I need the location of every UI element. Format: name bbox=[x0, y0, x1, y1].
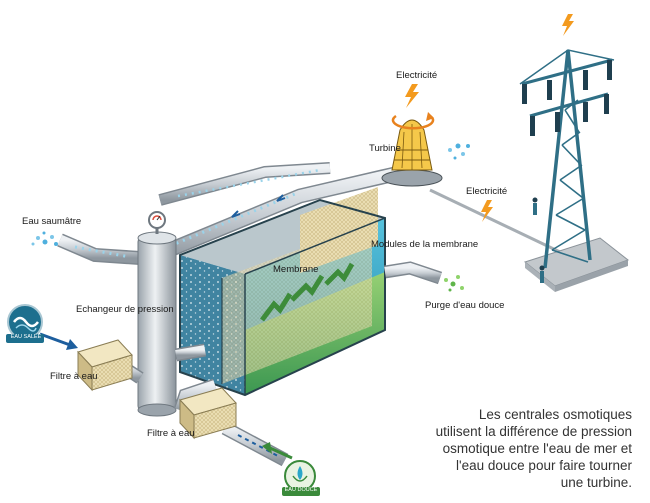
filter-bottom bbox=[179, 387, 237, 440]
fresh-water-badge-icon bbox=[282, 460, 320, 496]
electricity-bolt-top-icon bbox=[405, 84, 419, 108]
worker-figure-2 bbox=[539, 265, 545, 283]
caption-line: une turbine. bbox=[560, 475, 632, 490]
sea-water-badge-text: EAU SALÉE bbox=[10, 334, 42, 340]
sea-water-badge-icon bbox=[6, 304, 44, 343]
turbine-spray-icon bbox=[448, 143, 470, 160]
label-membrane-modules: Modules de la membrane bbox=[371, 239, 479, 250]
label-electricity-line: Electricité bbox=[466, 186, 508, 197]
caption-line: Les centrales osmotiques bbox=[478, 407, 632, 422]
seawater-arrowhead-icon bbox=[66, 339, 78, 350]
membrane-tank bbox=[179, 187, 386, 397]
electricity-bolt-line-icon bbox=[481, 200, 493, 222]
pipe-purge bbox=[383, 261, 443, 285]
fresh-water-badge-text: EAU DOUCE bbox=[284, 487, 318, 493]
seawater-arrow-icon bbox=[39, 332, 71, 347]
worker-figure-1 bbox=[532, 197, 538, 215]
label-electricity-top: Electricité bbox=[396, 70, 438, 81]
brackish-spray-icon bbox=[31, 231, 58, 246]
label-turbine: Turbine bbox=[369, 143, 401, 154]
filter-left bbox=[77, 339, 133, 392]
caption-line: utilisent la différence de pression bbox=[435, 424, 632, 439]
label-filter-bottom: Filtre à eau bbox=[147, 428, 195, 439]
pipe-return bbox=[158, 162, 331, 206]
label-membrane: Membrane bbox=[273, 264, 319, 275]
purge-spray-icon bbox=[444, 275, 464, 292]
turbine-icon bbox=[381, 112, 443, 187]
pressure-exchanger bbox=[137, 222, 177, 417]
caption: Les centrales osmotiques utilisent la di… bbox=[392, 406, 632, 491]
freshwater-arrow-icon bbox=[269, 446, 293, 460]
pipe-brackish-in bbox=[57, 233, 141, 265]
label-brackish-water: Eau saumâtre bbox=[22, 216, 82, 227]
freshwater-arrowhead-icon bbox=[262, 442, 272, 454]
label-filter-left: Filtre à eau bbox=[50, 371, 98, 382]
pipe-to-turbine bbox=[142, 166, 403, 266]
caption-line: l'eau douce pour faire tourner bbox=[456, 458, 632, 473]
power-line bbox=[429, 188, 561, 254]
power-tower bbox=[519, 49, 630, 292]
label-freshwater-purge: Purge d'eau douce bbox=[425, 300, 505, 311]
caption-line: osmotique entre l'eau de mer et bbox=[442, 441, 632, 456]
pressure-gauge-icon bbox=[148, 211, 166, 229]
electricity-bolt-tower-icon bbox=[562, 14, 574, 36]
label-pressure-exchanger: Echangeur de pression bbox=[76, 304, 174, 315]
